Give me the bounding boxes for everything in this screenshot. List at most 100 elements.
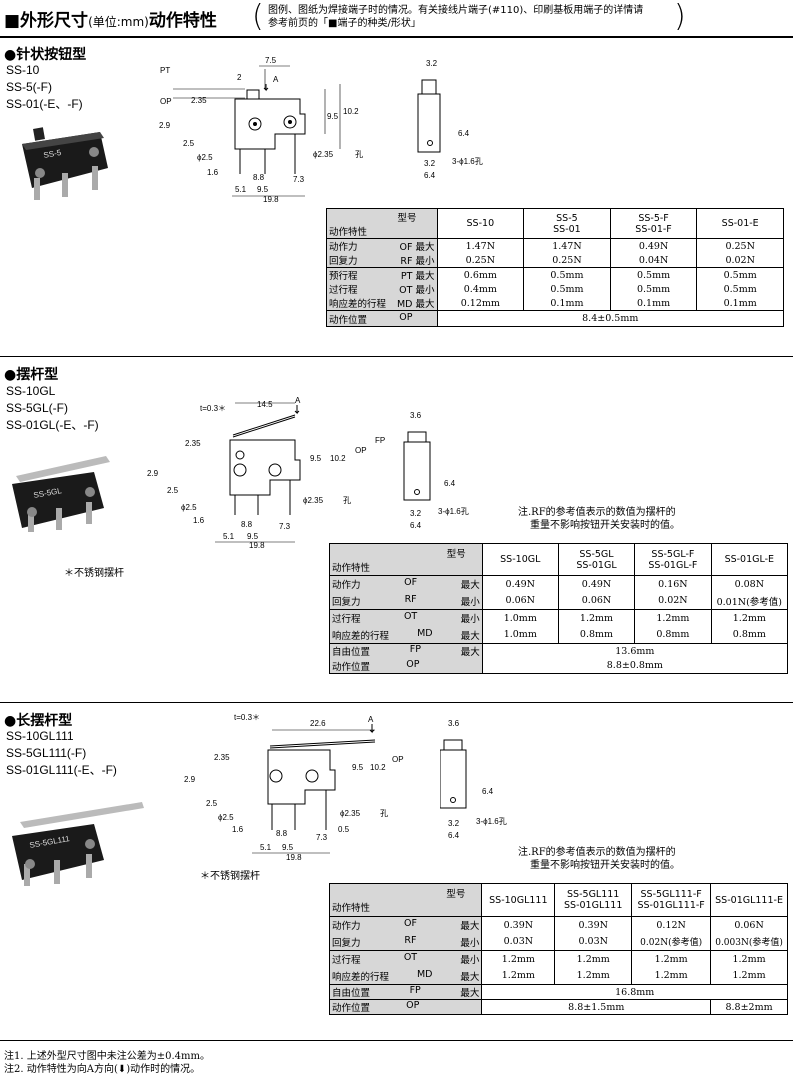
- svg-text:22.6: 22.6: [310, 719, 326, 728]
- product-photo: SS-5GL111: [12, 802, 144, 886]
- spec-table: 型号 动作特性 SS-10GL111 SS-5GL111 SS-01GL111 …: [328, 883, 788, 1015]
- svg-text:9.5: 9.5: [327, 112, 339, 121]
- svg-text:6.4: 6.4: [410, 521, 422, 530]
- svg-text:0.5: 0.5: [338, 825, 350, 834]
- svg-text:t=0.3＊: t=0.3＊: [200, 404, 226, 413]
- photo-caption: ＊不锈钢摆杆: [64, 568, 124, 579]
- svg-text:A: A: [273, 75, 279, 84]
- svg-text:6.4: 6.4: [424, 171, 436, 180]
- svg-text:8.8: 8.8: [276, 829, 288, 838]
- svg-text:7.3: 7.3: [279, 522, 291, 531]
- svg-text:2: 2: [237, 73, 242, 82]
- svg-text:2.5: 2.5: [206, 799, 218, 808]
- svg-text:3.2: 3.2: [426, 59, 438, 68]
- svg-text:2.9: 2.9: [147, 469, 159, 478]
- svg-text:3-ϕ1.6孔: 3-ϕ1.6孔: [438, 507, 469, 516]
- svg-text:7.3: 7.3: [316, 833, 328, 842]
- svg-text:OP: OP: [160, 97, 172, 106]
- svg-text:6.4: 6.4: [482, 787, 494, 796]
- svg-text:5.1: 5.1: [260, 843, 272, 852]
- model-list: SS-10 SS-5(-F) SS-01(-E、-F): [6, 63, 83, 111]
- product-photo: SS-5: [22, 127, 108, 200]
- side-view-drawing: 3.6 6.4 3.2 6.4 3-ϕ1.6孔: [403, 411, 469, 530]
- svg-text:9.5: 9.5: [352, 763, 364, 772]
- svg-text:6.4: 6.4: [448, 831, 460, 838]
- svg-text:ϕ2.5: ϕ2.5: [218, 813, 234, 822]
- svg-text:3.6: 3.6: [410, 411, 422, 420]
- svg-text:2.5: 2.5: [183, 139, 195, 148]
- footnotes: 注1. 上述外型尺寸图中未注公差为±0.4mm。 注2. 动作特性为向A方向(⬇…: [4, 1050, 210, 1076]
- svg-text:A: A: [368, 715, 374, 724]
- model-list: SS-10GL SS-5GL(-F) SS-01GL(-E、-F): [6, 384, 99, 432]
- svg-text:孔: 孔: [343, 496, 351, 505]
- svg-text:3.6: 3.6: [448, 719, 460, 728]
- svg-text:ϕ2.35: ϕ2.35: [303, 496, 324, 505]
- svg-text:10.2: 10.2: [370, 763, 386, 772]
- section-divider: [0, 702, 793, 703]
- svg-text:8.8: 8.8: [253, 173, 265, 182]
- svg-text:10.2: 10.2: [330, 454, 346, 463]
- svg-text:9.5: 9.5: [257, 185, 269, 194]
- spec-table: 型号 动作特性 SS-10 SS-5 SS-01 SS-5-F SS-01-F …: [326, 208, 784, 327]
- svg-text:ϕ2.35: ϕ2.35: [313, 150, 334, 159]
- table-note: 注.RF的参考值表示的数值为摆杆的 重量不影响按钮开关安装时的值。: [518, 507, 680, 531]
- model-list: SS-10GL111 SS-5GL111(-F) SS-01GL111(-E、-…: [6, 729, 117, 777]
- svg-text:9.5: 9.5: [310, 454, 322, 463]
- dimension-drawing: PT OP 2 7.5 A 2.35 2.9 2.5 9.5 10.2 ϕ2.5…: [159, 56, 363, 204]
- header-rule: [0, 36, 793, 38]
- svg-text:2.35: 2.35: [191, 96, 207, 105]
- bracket-left: (: [252, 0, 264, 34]
- svg-text:8.8: 8.8: [241, 520, 253, 529]
- svg-text:ϕ2.5: ϕ2.5: [181, 503, 197, 512]
- svg-text:2.35: 2.35: [185, 439, 201, 448]
- footnote-1: 注1. 上述外型尺寸图中未注公差为±0.4mm。: [4, 1051, 210, 1062]
- photo-label: SS-5: [43, 148, 63, 160]
- page-title: ■外形尺寸(单位:mm)动作特性: [4, 11, 217, 31]
- footnote-2: 注2. 动作特性为向A方向(⬇)动作时的情况。: [4, 1064, 201, 1075]
- svg-text:3-ϕ1.6孔: 3-ϕ1.6孔: [452, 157, 483, 166]
- svg-text:3.2: 3.2: [448, 819, 460, 828]
- svg-text:14.5: 14.5: [257, 400, 273, 409]
- svg-text:A: A: [295, 396, 301, 405]
- section-divider: [0, 356, 793, 357]
- svg-text:孔: 孔: [355, 150, 363, 159]
- svg-text:2.35: 2.35: [214, 753, 230, 762]
- svg-text:7.5: 7.5: [265, 56, 277, 65]
- dimension-drawing: t=0.3＊ 22.6 A OP FP 2.35 2.9 2.5 9.5 10.…: [184, 713, 404, 862]
- svg-text:9.5: 9.5: [247, 532, 259, 541]
- svg-text:10.2: 10.2: [343, 107, 359, 116]
- svg-text:1.6: 1.6: [193, 516, 205, 525]
- side-view-drawing: 3.6 6.4 3.2 6.4 3-ϕ1.6孔: [440, 719, 507, 838]
- section-title: ●长摆杆型: [4, 713, 73, 729]
- header-note: 图例、图纸为焊接端子时的情况。有关接线片端子(#110)、印刷基板用端子的详情请…: [268, 5, 644, 29]
- svg-text:6.4: 6.4: [444, 479, 456, 488]
- svg-text:1.6: 1.6: [232, 825, 244, 834]
- svg-text:孔: 孔: [380, 809, 388, 818]
- product-photo: SS-5GL: [12, 456, 110, 532]
- footer-rule: [0, 1040, 793, 1041]
- section-title: ●摆杆型: [4, 367, 59, 383]
- svg-text:5.1: 5.1: [223, 532, 235, 541]
- svg-text:ϕ2.35: ϕ2.35: [340, 809, 361, 818]
- svg-text:3.2: 3.2: [410, 509, 422, 518]
- svg-text:9.5: 9.5: [282, 843, 294, 852]
- svg-text:3-ϕ1.6孔: 3-ϕ1.6孔: [476, 817, 507, 826]
- svg-text:OP: OP: [392, 755, 404, 764]
- photo-caption: ＊不锈钢摆杆: [200, 871, 260, 882]
- svg-text:t=0.3＊: t=0.3＊: [234, 713, 260, 722]
- section-title: ●针状按钮型: [4, 47, 87, 63]
- svg-text:6.4: 6.4: [458, 129, 470, 138]
- bracket-right: ): [674, 0, 686, 34]
- svg-text:19.8: 19.8: [286, 853, 302, 862]
- svg-text:OP: OP: [355, 446, 367, 455]
- svg-text:3.2: 3.2: [424, 159, 436, 168]
- svg-text:19.8: 19.8: [249, 541, 265, 550]
- svg-text:19.8: 19.8: [263, 195, 279, 204]
- svg-text:2.9: 2.9: [159, 121, 171, 130]
- table-note: 注.RF的参考值表示的数值为摆杆的 重量不影响按钮开关安装时的值。: [518, 847, 680, 871]
- svg-text:2.9: 2.9: [184, 775, 196, 784]
- svg-text:1.6: 1.6: [207, 168, 219, 177]
- side-view-drawing: 3.2 6.4 3.2 6.4 3-ϕ1.6孔: [417, 59, 483, 180]
- spec-table: 型号 动作特性 SS-10GL SS-5GL SS-01GL SS-5GL-F …: [329, 543, 789, 674]
- svg-text:PT: PT: [160, 66, 170, 75]
